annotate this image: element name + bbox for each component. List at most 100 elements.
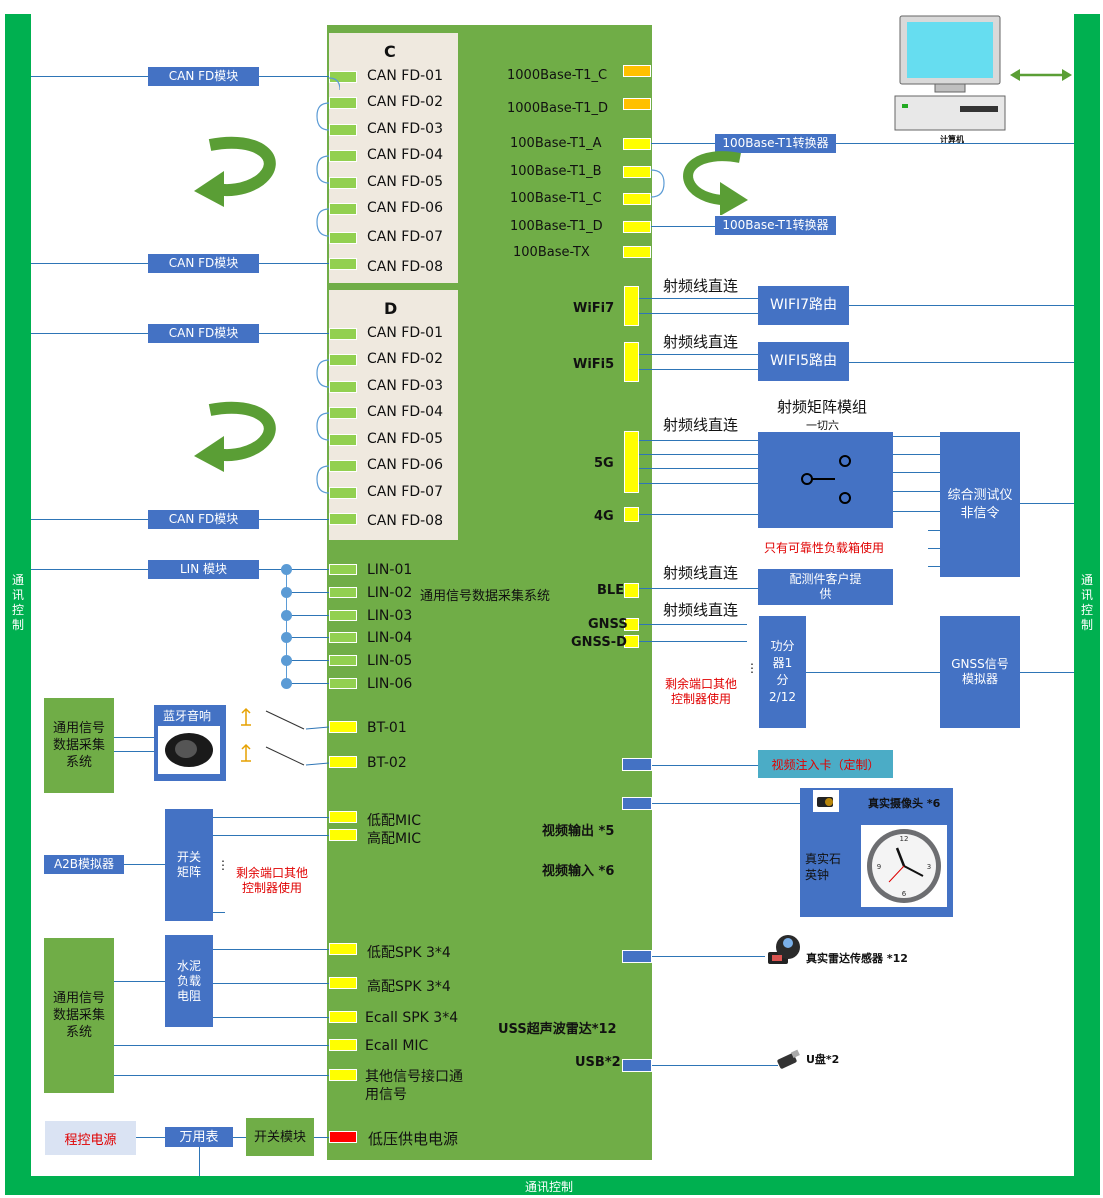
rf-direct-label-wifi7: 射频线直连: [663, 277, 739, 295]
spk-label-high: 高配SPK 3*4: [367, 979, 451, 995]
bt-label-1: BT-01: [367, 720, 407, 736]
clock-label: 真实石英钟: [805, 852, 842, 882]
radar-sensor-label: 真实雷达传感器 *12: [806, 952, 908, 965]
video-in-label: 视频输入 *6: [542, 864, 615, 879]
canfd-module-c1: CAN FD模块: [148, 67, 259, 86]
video-inject-port: [622, 758, 652, 771]
c-port-label-8: CAN FD-08: [367, 259, 443, 275]
eth-converter-1: 100Base-T1转换器: [715, 134, 836, 153]
bt-speaker-label: 蓝牙音响: [163, 709, 212, 723]
c-port-3: [329, 124, 357, 136]
c-port-label-7: CAN FD-07: [367, 229, 443, 245]
lin-label-5: LIN-05: [367, 653, 413, 669]
eth-loop-arrow: [683, 151, 748, 215]
eth-converter-2: 100Base-T1转换器: [715, 216, 836, 235]
lin-port-2: [329, 587, 357, 598]
rf-direct-label-ble: 射频线直连: [663, 564, 739, 582]
lin-junction-1: [281, 564, 292, 575]
lin-port-6: [329, 678, 357, 689]
d-port-6: [329, 460, 357, 472]
cement-load-label: 水泥负载电阻: [176, 958, 201, 1003]
eth-label-1000c: 1000Base-T1_C: [507, 68, 608, 83]
lin-junction-5: [281, 655, 292, 666]
d-port-label-6: CAN FD-06: [367, 457, 443, 473]
eth-port-1000c: [623, 65, 651, 77]
video-out-port: [622, 797, 652, 810]
spk-label-low: 低配SPK 3*4: [367, 945, 451, 961]
switch-matrix: 开关矩阵: [165, 809, 213, 921]
spk-port-low: [329, 943, 357, 955]
eth-port-100tx: [623, 246, 651, 258]
lin-port-1: [329, 564, 357, 575]
lin-module: LIN 模块: [148, 560, 259, 579]
c-port-8: [329, 258, 357, 270]
svg-text:6: 6: [902, 890, 907, 898]
c-port-6: [329, 203, 357, 215]
video-inject-label: 视频注入卡（定制）: [771, 757, 880, 772]
bt-label-2: BT-02: [367, 755, 407, 771]
d-port-8: [329, 513, 357, 525]
panel-d-title: D: [384, 299, 398, 318]
lin-label-2: LIN-02: [367, 585, 413, 601]
lin-label-4: LIN-04: [367, 630, 413, 646]
eth-port-100d: [623, 221, 651, 233]
camera-icon: [817, 797, 833, 807]
d-port-5: [329, 434, 357, 446]
pc-link-arrow: [1010, 69, 1072, 81]
mic-port-low: [329, 811, 357, 823]
prog-power-supply: 程控电源: [45, 1121, 136, 1155]
canfd-module-d2: CAN FD模块: [148, 510, 259, 529]
c-port-label-4: CAN FD-04: [367, 147, 443, 163]
mic-label-low: 低配MIC: [367, 813, 421, 829]
c-port-label-2: CAN FD-02: [367, 94, 443, 110]
ble-label: BLE: [597, 583, 625, 598]
d-port-1: [329, 328, 357, 340]
c-port-4: [329, 150, 357, 162]
switch-matrix-label: 开关矩阵: [177, 850, 202, 879]
d-port-7: [329, 487, 357, 499]
eth-label-100tx: 100Base-TX: [513, 245, 590, 260]
bottom-comm-bar: [5, 1176, 1100, 1195]
gnss-sim-label: GNSS信号模拟器: [951, 657, 1009, 686]
c-port-label-1: CAN FD-01: [367, 68, 443, 84]
wifi5-label: WiFi5: [573, 357, 615, 372]
switch-matrix-ellipsis: ⋮: [217, 858, 229, 872]
usb-label: USB*2: [575, 1055, 621, 1070]
daq-system-bottom: 通用信号数据采集系统: [44, 938, 114, 1093]
daq-system-top: 通用信号数据采集系统: [44, 698, 114, 793]
power-splitter: 功分器1分2/12: [759, 616, 806, 728]
bottom-comm-label: 通讯控制: [525, 1180, 574, 1194]
d-port-label-3: CAN FD-03: [367, 378, 443, 394]
canfd-module-d1: CAN FD模块: [148, 324, 259, 343]
c-port-2: [329, 97, 357, 109]
switch-module: 开关模块: [246, 1118, 314, 1156]
lin-note: 通用信号数据采集系统: [420, 589, 551, 604]
bt-port-1: [329, 721, 357, 733]
svg-text:12: 12: [900, 835, 909, 843]
port-5g: [624, 431, 639, 493]
rf-matrix-title: 射频矩阵模组: [777, 398, 868, 416]
a2b-simulator: A2B模拟器: [44, 855, 124, 874]
mic-label-high: 高配MIC: [367, 831, 421, 847]
loop-arrow-c: [194, 136, 276, 207]
eth-label-1000d: 1000Base-T1_D: [507, 101, 608, 116]
loop-arrow-d: [194, 401, 276, 472]
wifi5-port: [624, 342, 639, 382]
video-inject-card: 视频注入卡（定制）: [758, 750, 893, 778]
eth-label-100b: 100Base-T1_B: [510, 164, 602, 179]
tester-label: 综合测试仪非信令: [947, 487, 1013, 521]
eth-port-100a: [623, 138, 651, 150]
panel-c-title: C: [384, 42, 396, 61]
multimeter: 万用表: [165, 1127, 233, 1147]
c-port-7: [329, 232, 357, 244]
eth-bc-loop: [650, 169, 665, 198]
camera-label: 真实摄像头 *6: [868, 797, 941, 810]
d-port-label-8: CAN FD-08: [367, 513, 443, 529]
bt-antenna-icons: [241, 707, 330, 766]
lv-power-port: [329, 1131, 357, 1143]
other-signal-label: 其他信号接口通用信号: [365, 1069, 463, 1103]
svg-text:9: 9: [877, 863, 881, 871]
usb-drive-icon: [777, 1049, 800, 1069]
prog-power-label: 程控电源: [64, 1132, 117, 1148]
